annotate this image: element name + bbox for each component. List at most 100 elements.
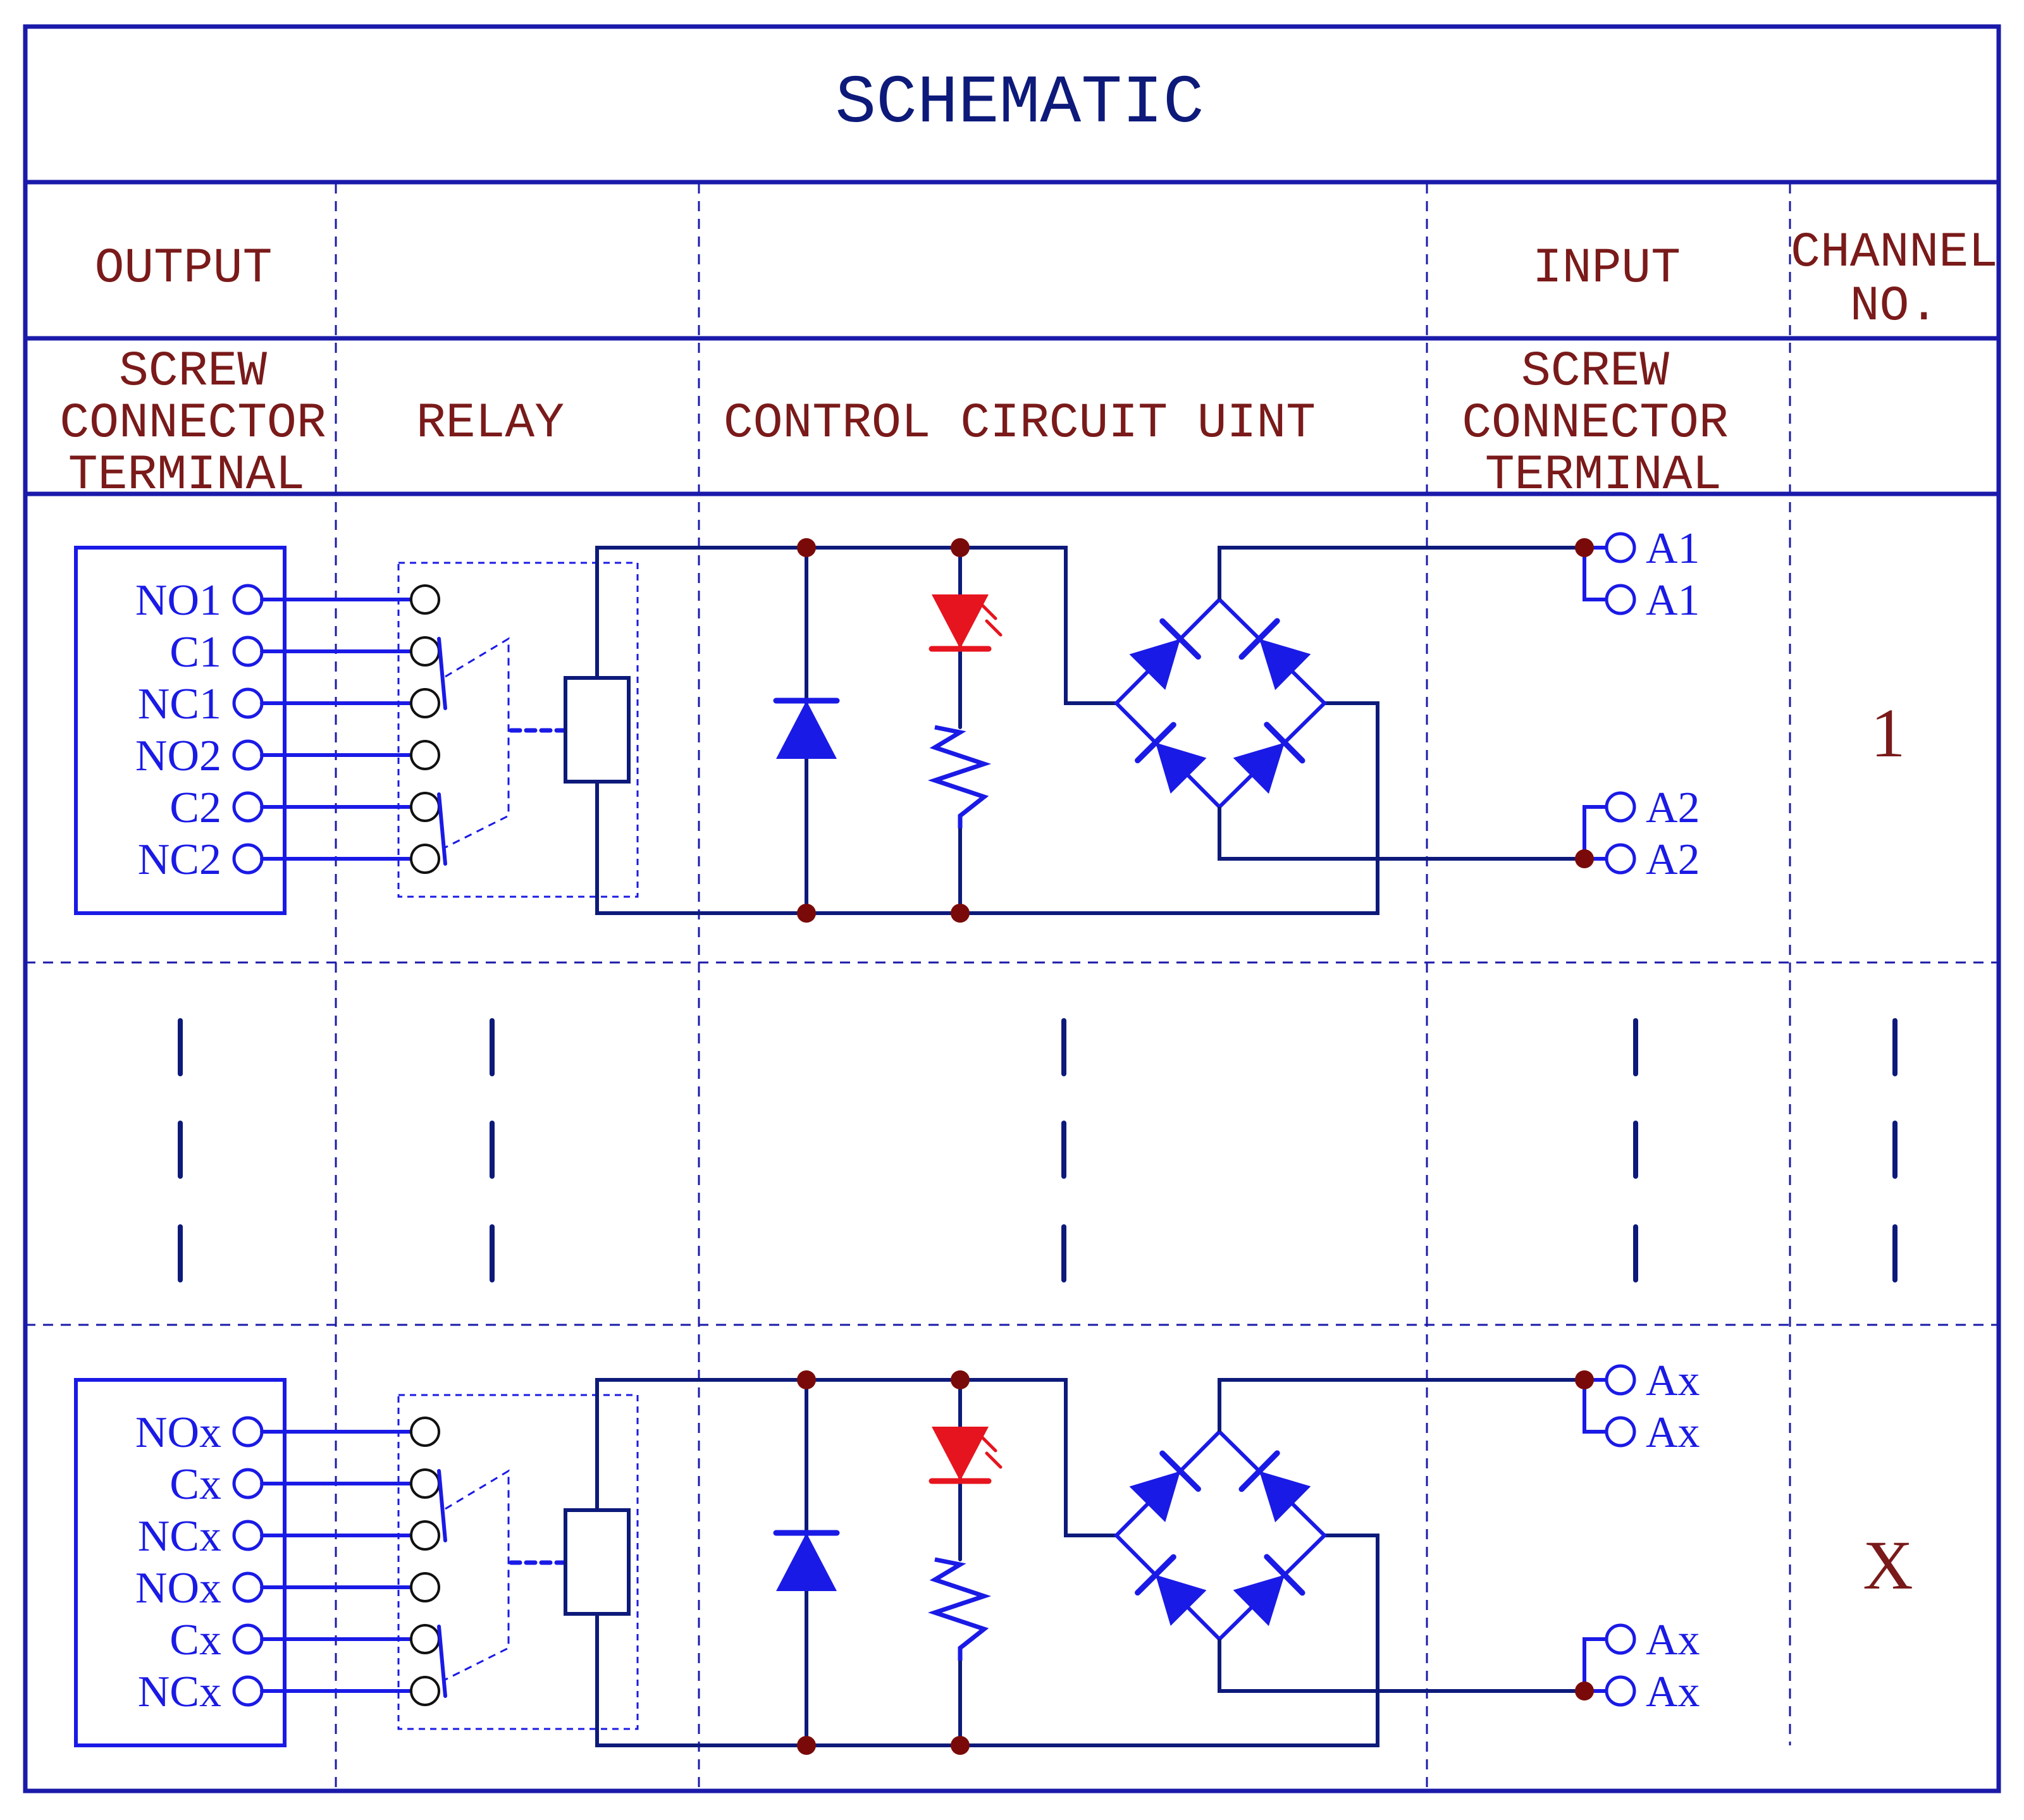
diode-bar — [1264, 722, 1305, 764]
led-ray — [985, 1451, 1003, 1469]
terminal-screw-icon — [232, 791, 264, 823]
relay-coil — [564, 676, 631, 784]
terminal-screw-icon — [232, 687, 264, 719]
relay-coil — [564, 1508, 631, 1616]
junction-dot — [1575, 849, 1594, 868]
bridge-rectifier — [1113, 1429, 1328, 1642]
diode-bar — [1135, 722, 1176, 764]
output-terminal-heading-line3: TERMINAL — [68, 448, 305, 503]
input-pin-label: Ax — [1646, 1668, 1700, 1716]
input-pin-label: A2 — [1646, 784, 1700, 832]
input-screw-icon — [1605, 791, 1636, 823]
terminal-screw-icon — [232, 584, 264, 615]
junction-dot — [1575, 1370, 1594, 1389]
diode-bar — [1159, 618, 1201, 660]
output-heading: OUTPUT — [95, 241, 273, 297]
terminal-screw-icon — [232, 1468, 264, 1499]
diode-body — [1259, 1471, 1311, 1523]
channel-number: X — [1863, 1527, 1913, 1604]
diode-bar — [1238, 618, 1280, 660]
terminal-screw-icon — [232, 843, 264, 875]
diode-body — [932, 1427, 989, 1481]
input-screw-icon — [1605, 1623, 1636, 1655]
diode-body — [1129, 1471, 1181, 1522]
junction-dot — [797, 904, 816, 923]
input-screw-icon — [1605, 1416, 1636, 1448]
switch-linkage — [445, 637, 510, 849]
output-pin-label: NCx — [138, 1512, 221, 1561]
terminal-screw-icon — [232, 636, 264, 667]
output-pin-label: NC1 — [138, 680, 221, 729]
continuation-marks — [178, 1018, 1897, 1282]
junction-dot — [1575, 538, 1594, 557]
control-circuit-heading: CONTROL CIRCUIT UINT — [724, 396, 1316, 452]
channel-heading-line2: NO. — [1850, 279, 1939, 335]
relay-enclosure — [397, 1394, 639, 1730]
output-terminal-block — [74, 546, 287, 915]
diode-body — [1233, 1575, 1285, 1626]
input-terminal-heading-line3: TERMINAL — [1485, 448, 1722, 503]
input-wire — [1583, 1380, 1605, 1434]
input-wire — [1218, 1639, 1584, 1693]
switch-linkage — [445, 1469, 510, 1681]
relay-contact-icon — [410, 1468, 440, 1499]
input-wire — [1218, 546, 1584, 599]
input-wire — [1583, 1637, 1605, 1691]
relay-contact-icon — [410, 1676, 440, 1706]
relay-contact-icon — [410, 1520, 440, 1551]
resistor-icon — [927, 1557, 992, 1661]
junction-dot — [951, 904, 970, 923]
switch-blade — [437, 637, 447, 710]
led-icon — [929, 594, 992, 652]
output-pin-label: NCx — [138, 1668, 221, 1716]
bridge-diode-icon — [1233, 722, 1305, 794]
flyback-diode-icon — [773, 698, 840, 759]
led-ray — [980, 1435, 997, 1453]
bridge-diode-icon — [1233, 1554, 1305, 1626]
bridge-diode-icon — [1135, 1554, 1207, 1626]
diode-body — [932, 594, 989, 649]
relay-contact-icon — [410, 636, 440, 667]
input-screw-icon — [1605, 1364, 1636, 1396]
bridge-diode-icon — [1129, 618, 1201, 690]
input-heading: INPUT — [1533, 241, 1681, 297]
output-pin-label: C1 — [170, 628, 221, 677]
terminal-screw-icon — [232, 1416, 264, 1448]
output-pin-label: NC2 — [138, 835, 221, 884]
control-top-wire — [595, 546, 1116, 705]
channel-number: 1 — [1871, 694, 1906, 772]
relay-contact-icon — [410, 792, 440, 822]
relay-contact-icon — [410, 1624, 440, 1654]
diode-bar — [1135, 1554, 1176, 1596]
output-pin-label: NO2 — [135, 732, 221, 780]
bridge-diode-icon — [1129, 1450, 1201, 1522]
output-pin-label: NOx — [135, 1564, 221, 1613]
relay-enclosure — [397, 562, 639, 898]
led-ray — [985, 619, 1003, 637]
control-top-wire — [595, 1378, 1116, 1537]
junction-dot — [951, 1370, 970, 1389]
switch-blade — [437, 1469, 447, 1542]
relay-heading: RELAY — [416, 396, 564, 452]
input-wire — [1583, 805, 1605, 859]
input-wire — [1583, 548, 1605, 601]
output-pin-label: C2 — [170, 784, 221, 832]
diode-body — [1155, 742, 1207, 794]
output-terminal-block — [74, 1378, 287, 1747]
relay-contact-icon — [410, 1572, 440, 1602]
diode-bar — [1264, 1554, 1305, 1596]
terminal-screw-icon — [232, 739, 264, 771]
channel-heading-line1: CHANNEL — [1791, 225, 1998, 281]
input-pin-label: A1 — [1646, 524, 1700, 573]
input-screw-icon — [1605, 1675, 1636, 1707]
input-pin-label: A1 — [1646, 576, 1700, 625]
switch-blade — [437, 1625, 447, 1698]
diode-body — [776, 1533, 837, 1591]
input-pin-label: Ax — [1646, 1616, 1700, 1664]
bridge-diode-icon — [1135, 722, 1207, 794]
relay-contact-icon — [410, 844, 440, 874]
relay-contact-icon — [410, 1417, 440, 1447]
